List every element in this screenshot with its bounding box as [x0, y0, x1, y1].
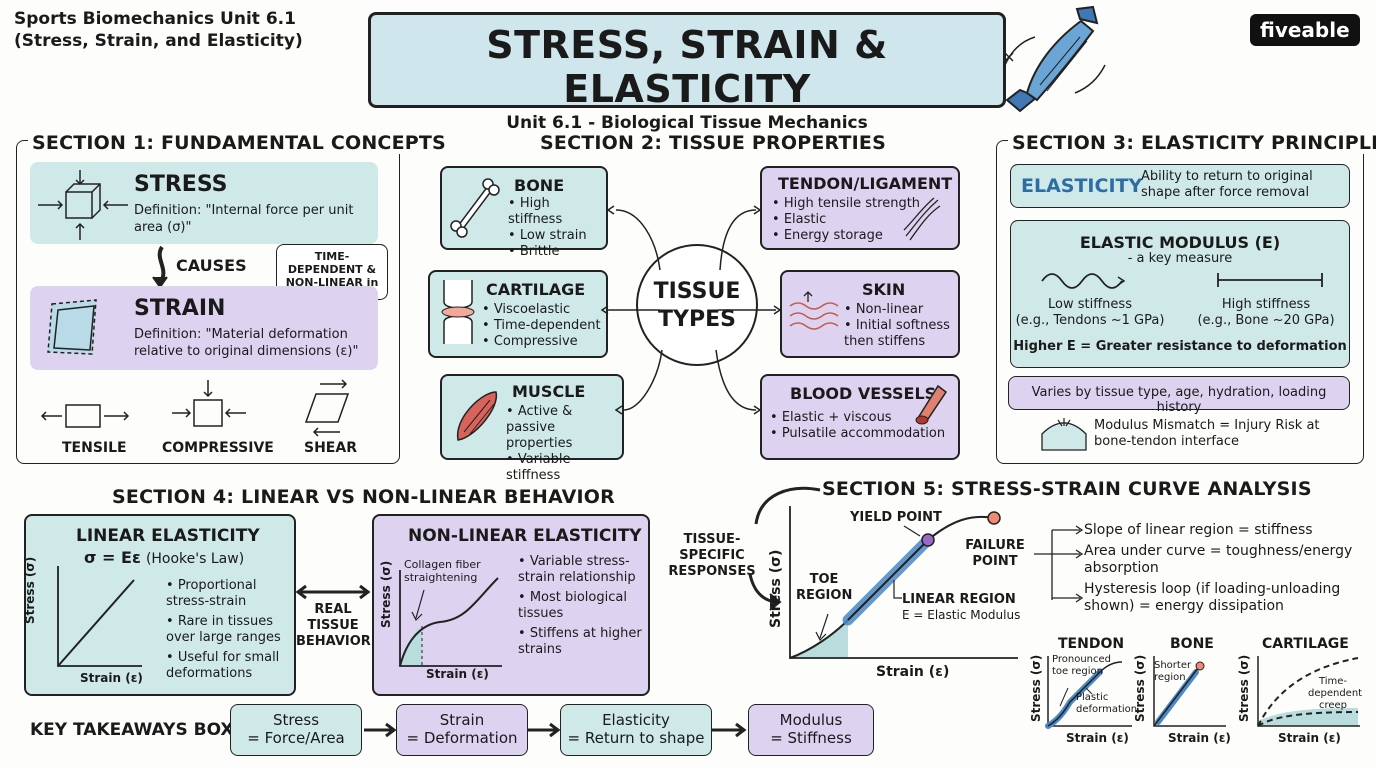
section1-title: SECTION 1: FUNDAMENTAL CONCEPTS — [28, 132, 450, 154]
real-behavior-label: REAL TISSUE BEHAVIOR — [296, 602, 371, 649]
bone-icon — [450, 178, 500, 238]
takeaway-strain: Strain = Deformation — [396, 704, 528, 756]
curve-notes: Slope of linear region = stiffness Area … — [1084, 522, 1353, 614]
stress-cube-icon — [38, 170, 128, 240]
stress-card: STRESS Definition: "Internal force per u… — [30, 162, 378, 244]
mini-cartilage-axis-y: Stress (σ) — [1237, 654, 1251, 722]
course-title: Sports Biomechanics Unit 6.1 (Stress, St… — [14, 9, 303, 51]
low-stiffness-wave-icon — [1041, 273, 1126, 289]
mismatch-note: Modulus Mismatch = Injury Risk at bone-t… — [1094, 418, 1320, 449]
mini-tendon-note2: Plastic deformation — [1076, 692, 1138, 715]
high-stiffness-bar-icon — [1217, 273, 1323, 287]
curve-axis-x: Strain (ε) — [876, 664, 950, 680]
hub-connectors — [600, 205, 782, 415]
yield-point-label: YIELD POINT — [850, 510, 942, 525]
causes-arrow — [152, 245, 168, 289]
elasticity-card: ELASTICITY Ability to return to original… — [1010, 164, 1350, 208]
mini-bone-title: BONE — [1170, 636, 1214, 652]
linear-region-label: LINEAR REGION — [902, 592, 1016, 607]
mini-cartilage-chart — [1257, 656, 1360, 727]
nonlinear-chart — [399, 570, 502, 667]
tissue-tendon: TENDON/LIGAMENT High tensile strength El… — [760, 166, 960, 250]
section4-title: SECTION 4: LINEAR VS NON-LINEAR BEHAVIOR — [112, 486, 615, 508]
tissue-types-hub: TISSUE TYPES — [636, 244, 758, 366]
stress-strain-curve — [789, 506, 1018, 659]
skin-layers-icon — [789, 291, 839, 330]
toe-region-label: TOE REGION — [796, 572, 853, 603]
linear-region-sub: E = Elastic Modulus — [902, 608, 1021, 622]
section2-title: SECTION 2: TISSUE PROPERTIES — [540, 132, 886, 154]
mini-cartilage-title: CARTILAGE — [1262, 636, 1349, 652]
tensile-icon — [40, 404, 130, 428]
mini-tendon-axis-y: Stress (σ) — [1029, 654, 1043, 722]
stress-definition: Definition: "Internal force per unit are… — [134, 203, 354, 235]
mini-cartilage-axis-x: Strain (ε) — [1278, 731, 1341, 745]
mini-tendon-chart — [1045, 656, 1132, 729]
shear-icon — [304, 379, 350, 437]
takeaway-elasticity: Elasticity = Return to shape — [560, 704, 712, 756]
failure-point-label: FAILURE POINT — [965, 538, 1025, 569]
linear-chart — [57, 566, 142, 667]
strain-definition: Definition: "Material deformation relati… — [134, 327, 359, 359]
type-tensile: TENSILE — [62, 440, 127, 456]
causes-label: CAUSES — [176, 256, 247, 275]
tissue-bone: BONE High stiffness Low strain Brittle — [440, 166, 608, 259]
section5-title: SECTION 5: STRESS-STRAIN CURVE ANALYSIS — [822, 478, 1312, 500]
stress-title: STRESS — [134, 172, 228, 197]
tendon-icon — [903, 197, 941, 241]
mini-tendon-title: TENDON — [1058, 636, 1125, 652]
tissue-specific-label: TISSUE-SPECIFIC RESPONSES — [668, 532, 756, 579]
strain-shape-icon — [47, 299, 97, 355]
curve-axis-y: Stress (σ) — [768, 549, 784, 628]
type-compressive: COMPRESSIVE — [162, 440, 274, 456]
strain-title: STRAIN — [134, 296, 226, 321]
tissue-skin: SKIN Non-linear Initial softness then st… — [780, 270, 960, 358]
mini-cartilage-note: Time-dependent creep — [1308, 676, 1363, 711]
mini-bone-axis-x: Strain (ε) — [1168, 731, 1231, 745]
interface-icon — [1041, 418, 1087, 451]
header-banner: STRESS, STRAIN & ELASTICITY Unit 6.1 - B… — [368, 12, 1006, 133]
stretch-band-icon — [1004, 5, 1106, 113]
modulus-card: ELASTIC MODULUS (E) - a key measure Low … — [1010, 220, 1350, 368]
mini-bone-axis-y: Stress (σ) — [1133, 654, 1147, 722]
page-title: STRESS, STRAIN & ELASTICITY — [486, 23, 888, 111]
varies-card: Varies by tissue type, age, hydration, l… — [1008, 376, 1350, 415]
mini-tendon-note1: Pronounced toe region — [1052, 654, 1111, 677]
takeaway-stress: Stress = Force/Area — [230, 704, 362, 756]
notes-bracket — [1034, 525, 1084, 603]
mini-bone-note: Shorter region — [1154, 660, 1192, 683]
fiveable-logo: fiveable — [1250, 14, 1360, 46]
page-subtitle: Unit 6.1 - Biological Tissue Mechanics — [506, 113, 868, 133]
compressive-icon — [172, 380, 246, 427]
takeaway-modulus: Modulus = Stiffness — [748, 704, 874, 756]
blood-vessel-icon — [915, 384, 948, 425]
section3-title: SECTION 3: ELASTICITY PRINCIPLES — [1008, 132, 1376, 154]
section5-arrow — [748, 486, 821, 611]
mini-tendon-axis-x: Strain (ε) — [1066, 731, 1129, 745]
real-behavior-arrow — [295, 584, 371, 600]
tissue-blood-vessels: BLOOD VESSELS Elastic + viscous Pulsatil… — [760, 374, 960, 460]
knee-joint-icon — [441, 280, 475, 344]
mini-bone-chart — [1153, 656, 1226, 727]
takeaways-label: KEY TAKEAWAYS BOX — [30, 720, 234, 740]
takeaway-arrows — [364, 722, 747, 738]
type-shear: SHEAR — [304, 440, 357, 456]
muscle-icon — [457, 391, 498, 441]
